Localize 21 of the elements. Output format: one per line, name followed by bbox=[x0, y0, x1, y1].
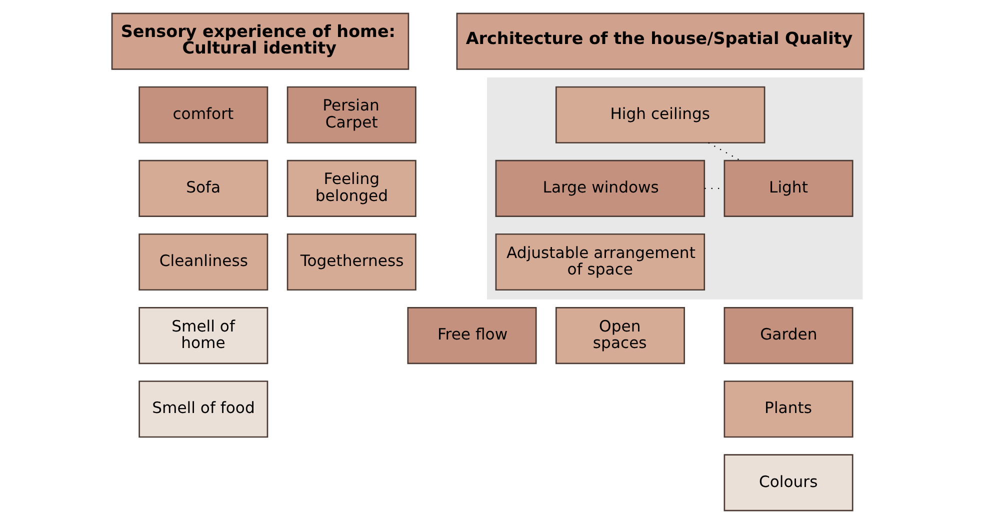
node-box: Persian Carpet bbox=[286, 86, 416, 143]
node-box: Sensory experience of home: Cultural identity bbox=[111, 12, 410, 70]
node-box: Open spaces bbox=[555, 306, 685, 364]
node-box: Smell of food bbox=[138, 380, 268, 438]
node-box: Colours bbox=[724, 454, 854, 511]
node-box: Architecture of the house/Spatial Quality bbox=[456, 12, 864, 70]
node-box: Adjustable arrangement of space bbox=[495, 232, 706, 290]
node-box: Garden bbox=[724, 306, 854, 364]
node-box: Feeling belonged bbox=[286, 159, 416, 216]
node-box: Large windows bbox=[495, 159, 706, 216]
node-box: Light bbox=[724, 159, 854, 216]
node-box: High ceilings bbox=[555, 86, 766, 143]
node-box: Togetherness bbox=[286, 232, 416, 290]
node-box: Cleanliness bbox=[138, 232, 268, 290]
cluster bbox=[487, 77, 863, 299]
node-box: comfort bbox=[138, 86, 268, 143]
node-box: Sofa bbox=[138, 159, 268, 216]
connector bbox=[708, 142, 740, 160]
node-box: Free flow bbox=[407, 306, 537, 364]
node-box: Plants bbox=[724, 380, 854, 438]
node-box: Smell of home bbox=[138, 306, 268, 364]
